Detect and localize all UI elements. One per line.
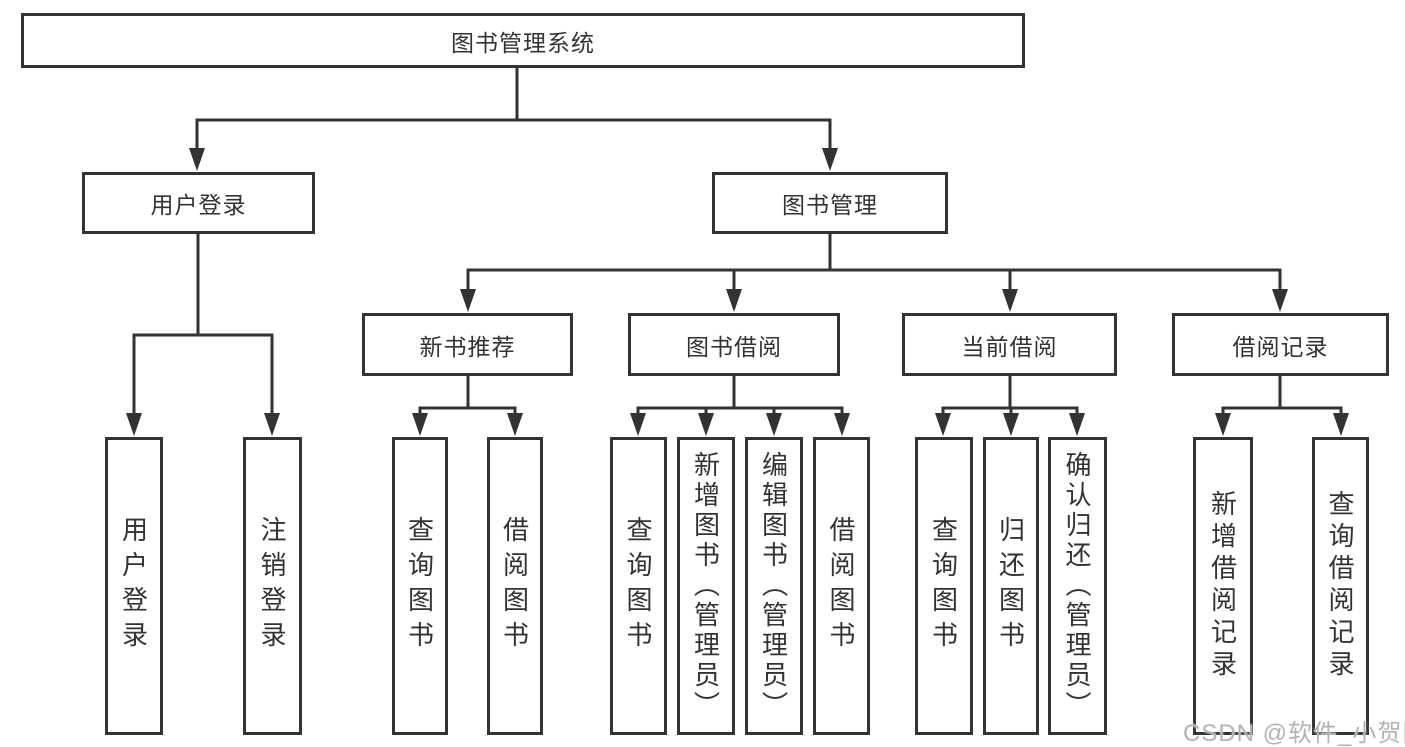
node-logout-leaf: 注销登录 [243, 437, 302, 735]
node-query-borrow-record: 查询借阅记录 [1312, 437, 1369, 735]
node-query-books-under-current: 查询图书 [915, 437, 973, 735]
node-user-login-leaf: 用户登录 [105, 437, 163, 735]
node-query-books-under-borrowing: 查询图书 [610, 437, 667, 735]
node-user-login-module: 用户登录 [82, 172, 315, 234]
node-confirm-return-admin: 确认归还（管理员） [1048, 437, 1107, 735]
csdn-watermark: CSDN @软件_小贺同学 [1183, 720, 1405, 747]
node-return-books: 归还图书 [983, 437, 1039, 735]
node-current-borrowing: 当前借阅 [902, 313, 1117, 376]
node-new-book-recommendation: 新书推荐 [362, 313, 573, 376]
node-book-management-module: 图书管理 [712, 172, 948, 234]
arrowheads [126, 148, 1349, 436]
node-query-books-under-recommendation: 查询图书 [392, 437, 448, 735]
node-add-books-admin: 新增图书（管理员） [677, 437, 735, 735]
node-borrow-books-under-borrowing: 借阅图书 [813, 437, 870, 735]
node-root-system: 图书管理系统 [21, 13, 1025, 68]
node-borrow-books-under-recommendation: 借阅图书 [487, 437, 543, 735]
node-borrowing-records: 借阅记录 [1172, 313, 1389, 376]
node-edit-books-admin: 编辑图书（管理员） [745, 437, 803, 735]
node-book-borrowing: 图书借阅 [628, 313, 840, 376]
node-add-borrow-record: 新增借阅记录 [1193, 437, 1253, 735]
